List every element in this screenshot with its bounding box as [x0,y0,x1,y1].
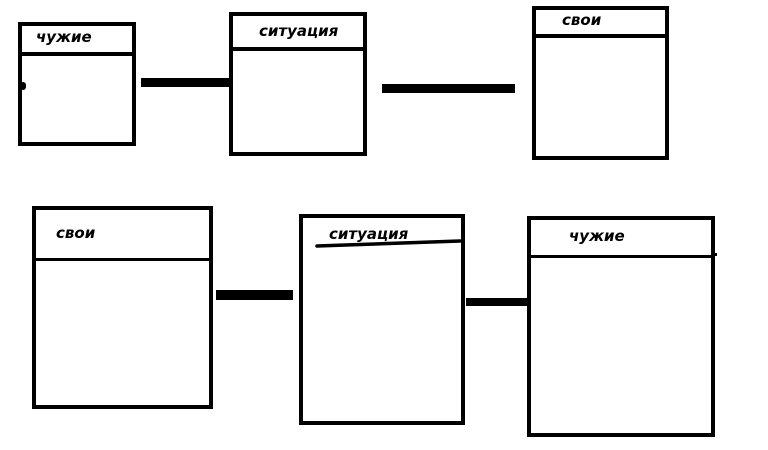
bottom-left-box-label: свои [56,224,96,242]
top-right-box-header [536,10,665,38]
bottom-connector-2 [466,298,528,306]
top-middle-box-header [233,16,363,51]
bottom-right-box-header [531,220,711,258]
bottom-left-box-header [36,210,209,261]
top-right-box: свои [532,6,669,160]
bottom-middle-box: ситуация [299,214,465,425]
top-left-box-header [22,26,132,56]
top-middle-box: ситуация [229,12,367,156]
bottom-right-header-overshoot [712,253,717,256]
bottom-right-box: чужие [527,216,715,437]
bottom-left-box: свои [32,206,213,409]
top-right-box-label: свои [562,11,602,29]
top-left-box-tick [20,82,26,90]
top-connector-1 [141,78,229,87]
top-left-box: чужие [18,22,136,146]
top-middle-box-label: ситуация [259,22,339,40]
top-left-box-label: чужие [36,28,92,46]
bottom-middle-box-label: ситуация [329,225,409,243]
top-connector-2 [382,84,515,93]
bottom-connector-1 [216,290,293,300]
bottom-right-box-label: чужие [569,227,625,245]
